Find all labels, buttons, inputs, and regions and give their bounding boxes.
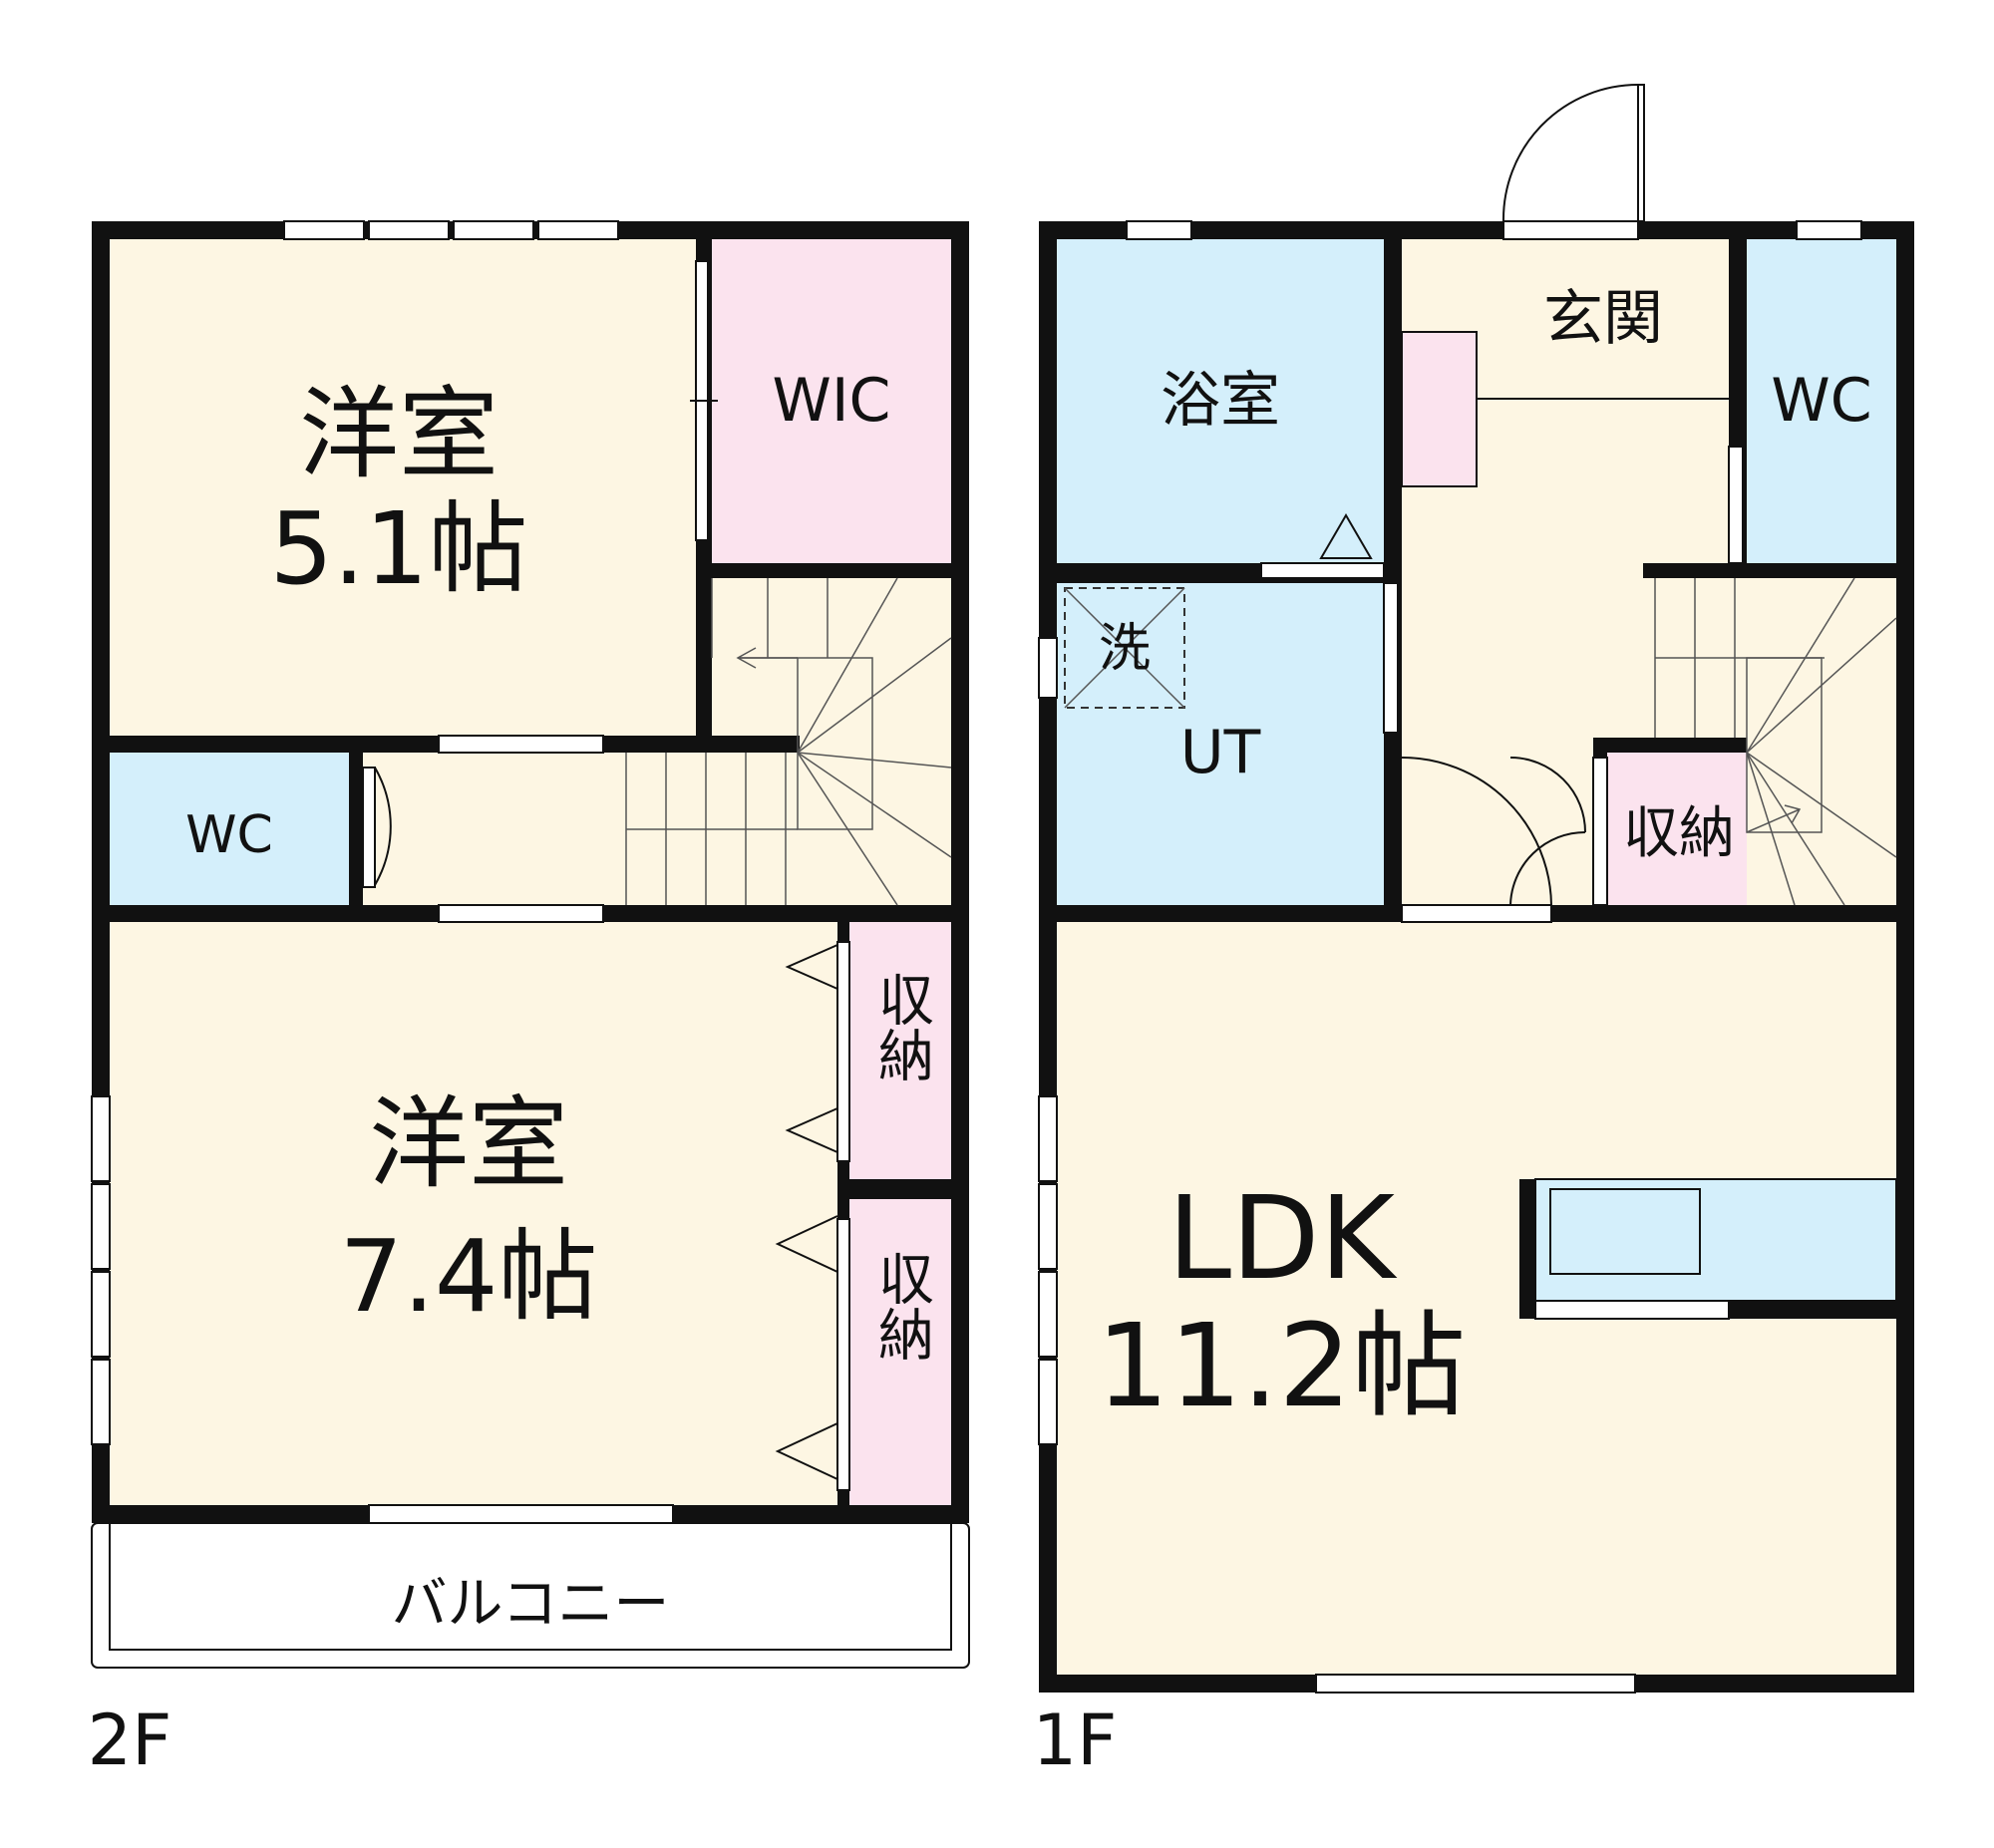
bath-door [1260,562,1385,579]
storage-1f-door [1592,757,1608,906]
window-1f-wc [1796,220,1862,240]
stairs-1f [1654,577,1897,906]
window-2f-top-2 [368,220,450,240]
fold-door-3 [775,1215,838,1273]
stair-arrow-2f [736,647,798,669]
window-1f-bath [1126,220,1192,240]
entrance-door-edge [1637,84,1645,222]
storage-2f-label-2: 収納 [869,1250,934,1362]
ldk-name: LDK [1167,1172,1398,1306]
balcony-label: バルコニー [392,1572,670,1637]
entrance-door-arc [1501,84,1639,222]
door-2f-hall-top [438,735,604,754]
wc-2f-door [362,767,376,888]
wall-kitchen-left [1519,1179,1535,1319]
hall-door-arc-2 [1509,757,1586,833]
ut-label: UT [1180,718,1261,787]
washer-box [1064,587,1185,709]
bath-label: 浴室 [1161,366,1280,436]
storage-2f-door-2 [836,1218,850,1491]
storage-fill-2 [849,1199,951,1505]
stair-arrow-1f [1746,804,1802,833]
bath-door-mark [1319,513,1373,559]
wc-1f-fill [1747,239,1896,563]
wall-storage-mid [837,1179,969,1199]
fold-door-4 [775,1422,838,1480]
hall-door-bottom [1401,904,1552,923]
wic-fill [712,239,951,563]
wall-wc-right [349,736,363,922]
shoe-box-outline [1401,331,1478,487]
wc-2f-door-arc [374,767,392,886]
wall-1f-right [1896,221,1914,1693]
ldk-size: 11.2帖 [1096,1300,1466,1433]
window-1f-left-2 [1038,1183,1058,1270]
window-2f-left-2 [91,1183,111,1270]
wall-kitchen-bottom [1729,1301,1914,1319]
hall-door-arc-1 [1401,757,1552,906]
wc-1f-label: WC [1771,366,1871,436]
window-2f-top-4 [537,220,619,240]
washer-label: 洗 [1099,619,1151,679]
door-2f-hall-bottom [438,904,604,923]
window-1f-left-4 [1038,1359,1058,1445]
floor-1f: 浴室 玄関 WC 洗 UT 収納 LDK 11.2帖 1F [1033,84,1914,1781]
balcony-inner [109,1522,952,1651]
window-2f-left-4 [91,1359,111,1445]
window-1f-bottom [1315,1674,1636,1694]
room-upper-name: 洋室 [299,376,498,492]
floor-2f: 洋室 5.1帖 WIC WC 洋室 7.4帖 収納 収納 バルコニー 2F [88,220,970,1781]
wc-fill-2f [110,753,349,905]
stairs-2f [625,577,952,906]
storage-fill-1 [849,922,951,1179]
room-lower-name: 洋室 [369,1085,568,1202]
ut-fill [1057,583,1384,905]
room-lower-size: 7.4帖 [339,1218,597,1335]
ut-door [1383,582,1399,734]
storage-1f-label: 収納 [1623,801,1735,866]
fold-door-1 [785,944,838,990]
wall-wic-bottom [696,563,969,578]
room-upper-size: 5.1帖 [269,490,527,607]
wall-1f-top [1039,221,1914,239]
storage-2f-door-1 [836,941,850,1162]
bath-fill [1057,239,1384,563]
window-2f-top-3 [453,220,534,240]
entrance-door-frame [1502,220,1639,240]
fold-door-2 [785,1107,838,1153]
window-2f-left-3 [91,1271,111,1358]
room-fill-lower [110,922,837,1505]
floor-label-2f: 2F [88,1699,172,1781]
storage-2f-label-1: 収納 [869,971,934,1082]
wall-2f-right [951,221,969,1523]
kitchen-fill [1535,1179,1896,1319]
wall-stair-top [1643,563,1914,578]
window-2f-top-1 [283,220,365,240]
wc-2f-label: WC [185,805,273,865]
kitchen-sink [1549,1188,1701,1275]
hall-door-arc-3 [1509,831,1586,906]
storage-1f-fill [1607,753,1747,905]
room-fill-upper [110,239,696,736]
wall-1f-left [1039,221,1057,1693]
window-1f-left-1 [1038,1095,1058,1182]
window-2f-bottom [368,1504,674,1524]
ut-window [1038,637,1058,699]
kitchen-edge [1534,1300,1730,1320]
wic-label: WIC [773,366,891,436]
window-2f-left-1 [91,1095,111,1182]
wc-1f-door [1728,446,1744,564]
window-1f-left-3 [1038,1271,1058,1358]
wall-storage-top [1593,738,1747,753]
entrance-label: 玄関 [1543,284,1663,354]
floor-label-1f: 1F [1033,1699,1118,1781]
shoe-box-fill [1402,332,1477,486]
